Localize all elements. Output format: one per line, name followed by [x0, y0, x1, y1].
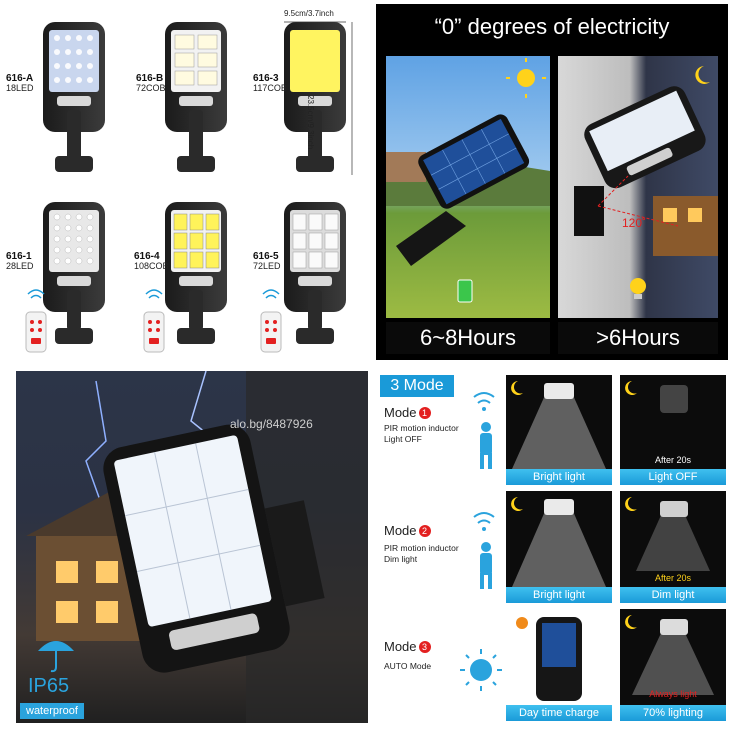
battery-icon [457, 279, 473, 303]
storm-scene-art [26, 371, 368, 723]
light-hours: >6Hours [558, 322, 718, 354]
dimension-height: 23.5cm/9.3inch [306, 95, 315, 150]
modes-header: 3 Mode [380, 375, 454, 397]
mode-1-right-tile: After 20s Light OFF [620, 375, 726, 485]
mode-2-left-tile: Bright light [506, 491, 612, 603]
mode-3-desc: AUTO Mode [384, 661, 432, 671]
dimension-width: 9.5cm/3.7inch [284, 9, 334, 18]
remote-icon [25, 289, 47, 353]
day-scene [386, 56, 550, 318]
moon-icon [511, 381, 523, 395]
angle-label: 120˚ [622, 216, 647, 230]
variants-art [25, 21, 353, 353]
charge-hours: 6~8Hours [386, 322, 550, 354]
day-scene-art [386, 58, 550, 303]
mode-3-right-tile: Always light 70% lighting [620, 609, 726, 721]
sun-icon [460, 649, 502, 691]
watermark: alo.bg/8487926 [230, 417, 313, 431]
night-scene: 120˚ [558, 56, 718, 318]
waterproof-panel: alo.bg/8487926 IP65 waterproof [16, 371, 368, 723]
sun-icon [516, 617, 528, 629]
motion-person-icon [473, 512, 495, 589]
mode-2-right-tile: After 20s Dim light [620, 491, 726, 603]
ip-rating: IP65 [28, 675, 70, 697]
bulb-icon [630, 278, 646, 299]
energy-title: “0” degrees of electricity [434, 14, 670, 39]
mode-3-left-tile: Day time charge [506, 609, 612, 721]
umbrella-icon [38, 641, 74, 673]
motion-person-icon [473, 392, 495, 469]
moon-icon [695, 66, 710, 84]
mode-1-left-tile: Bright light [506, 375, 612, 485]
ip-rating-note: waterproof [20, 703, 84, 719]
night-scene-art [574, 66, 718, 299]
energy-panel: “0” degrees of electricity [376, 4, 728, 360]
sun-icon [517, 69, 535, 87]
